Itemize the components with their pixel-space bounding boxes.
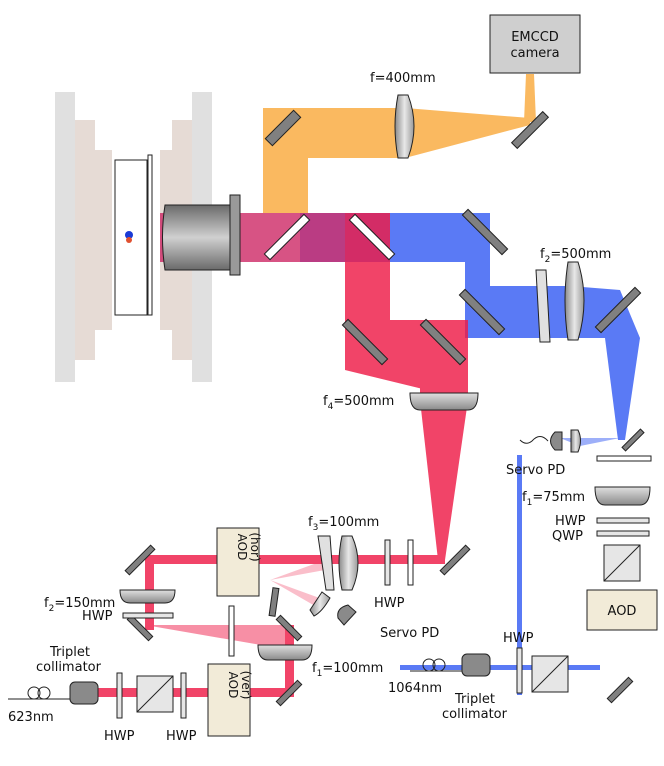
label-servo-pd-right: Servo PD bbox=[506, 463, 565, 478]
waveplates bbox=[116, 517, 650, 719]
beam-splitter-cubes bbox=[136, 544, 641, 713]
label-f2-500: f2=500mm bbox=[540, 247, 611, 265]
aperture-red bbox=[407, 539, 414, 586]
mirror-blue-4 bbox=[606, 676, 634, 704]
label-qwp-right: QWP bbox=[552, 529, 583, 544]
mirror-blue-1 bbox=[461, 208, 509, 256]
mirror-red-1 bbox=[341, 318, 389, 366]
camera-box: EMCCD camera bbox=[489, 14, 581, 74]
dichroic-mirror-2 bbox=[348, 213, 396, 261]
camera-label-2: camera bbox=[510, 46, 559, 61]
hwp-bottom-2 bbox=[180, 672, 187, 719]
lenses bbox=[119, 94, 651, 661]
label-f2-150: f2=150mm bbox=[44, 596, 115, 614]
aperture-red-2 bbox=[228, 605, 235, 657]
label-hwp-blue: HWP bbox=[503, 631, 534, 646]
aod-ver-label-1: AOD bbox=[226, 672, 240, 699]
microscope-objective bbox=[125, 194, 241, 276]
lens-f2-150 bbox=[119, 589, 176, 604]
hwp-blue-input bbox=[516, 647, 523, 694]
label-623nm: 623nm bbox=[8, 710, 54, 725]
apertures bbox=[228, 455, 652, 657]
mirrors bbox=[124, 109, 645, 707]
mirror-orange-corner bbox=[264, 109, 302, 147]
mirror-red-3 bbox=[439, 544, 471, 576]
lens-f2-500 bbox=[564, 261, 585, 341]
label-hwp-mid: HWP bbox=[374, 596, 405, 611]
hwp-mid bbox=[384, 539, 391, 586]
camera-label-1: EMCCD bbox=[511, 30, 559, 45]
label-f1-75: f1=75mm bbox=[522, 490, 585, 508]
dichroic-mirror-1 bbox=[263, 213, 311, 261]
servo-photodiode-red bbox=[337, 604, 357, 626]
hwp-bottom-1 bbox=[116, 672, 123, 719]
label-f4-500: f4=500mm bbox=[323, 394, 394, 412]
label-hwp-right: HWP bbox=[555, 514, 586, 529]
lens-servo-blue bbox=[570, 429, 581, 453]
mirror-camera bbox=[510, 110, 550, 150]
label-hwp-bottom-2: HWP bbox=[166, 729, 197, 744]
labels: f=400mm f2=500mm f4=500mm Servo PD f1=75… bbox=[8, 71, 611, 744]
aod-hor-label-2: (hor) bbox=[248, 532, 262, 561]
atom-blue bbox=[125, 231, 133, 239]
aperture-blue bbox=[596, 455, 652, 462]
mirror-red-2 bbox=[419, 318, 467, 366]
label-servo-pd-left: Servo PD bbox=[380, 626, 439, 641]
lens-f4-500 bbox=[409, 392, 479, 411]
mirror-blue-3 bbox=[594, 286, 642, 334]
triplet-collimator-left bbox=[8, 681, 99, 705]
pickoff-mirror bbox=[621, 428, 645, 452]
servo-photodiode-blue bbox=[519, 431, 563, 451]
lens-f1-75 bbox=[594, 486, 651, 506]
pickoff-red bbox=[268, 587, 280, 617]
label-f3-100: f3=100mm bbox=[308, 515, 379, 533]
label-hwp-bottom-1: HWP bbox=[104, 729, 135, 744]
label-triplet-left-2: collimator bbox=[36, 660, 102, 675]
aod-ver-label-2: (ver) bbox=[239, 671, 253, 700]
label-f400: f=400mm bbox=[370, 71, 436, 86]
lens-f1-100 bbox=[257, 644, 313, 661]
aod-right-box: AOD bbox=[586, 589, 658, 631]
aod-hor-box: AOD (hor) bbox=[216, 527, 262, 597]
lens-servo-red bbox=[309, 591, 331, 617]
qwp-right bbox=[596, 530, 650, 537]
mirror-red-4 bbox=[124, 544, 156, 576]
aod-hor-label-1: AOD bbox=[235, 534, 249, 561]
aod-ver-box: AOD (ver) bbox=[207, 663, 253, 737]
triplet-collimator-right bbox=[410, 653, 491, 677]
label-1064nm: 1064nm bbox=[388, 681, 442, 696]
label-triplet-right-1: Triplet bbox=[454, 692, 495, 707]
atom-red bbox=[126, 237, 132, 243]
label-triplet-left-1: Triplet bbox=[49, 645, 90, 660]
mirror-red-7 bbox=[275, 679, 303, 707]
label-hwp-left: HWP bbox=[82, 609, 113, 624]
lens-f3-100 bbox=[338, 535, 359, 591]
hwp-right bbox=[596, 517, 650, 524]
mirror-blue-2 bbox=[458, 288, 506, 336]
lens-f400 bbox=[394, 94, 415, 159]
label-triplet-right-2: collimator bbox=[442, 707, 508, 722]
wedge-red bbox=[317, 535, 335, 591]
aod-right-label: AOD bbox=[608, 604, 637, 619]
label-f1-100: f1=100mm bbox=[312, 661, 383, 679]
hwp-left bbox=[122, 612, 174, 619]
wedge-blue bbox=[535, 269, 551, 343]
mirror-red-6 bbox=[275, 614, 303, 642]
